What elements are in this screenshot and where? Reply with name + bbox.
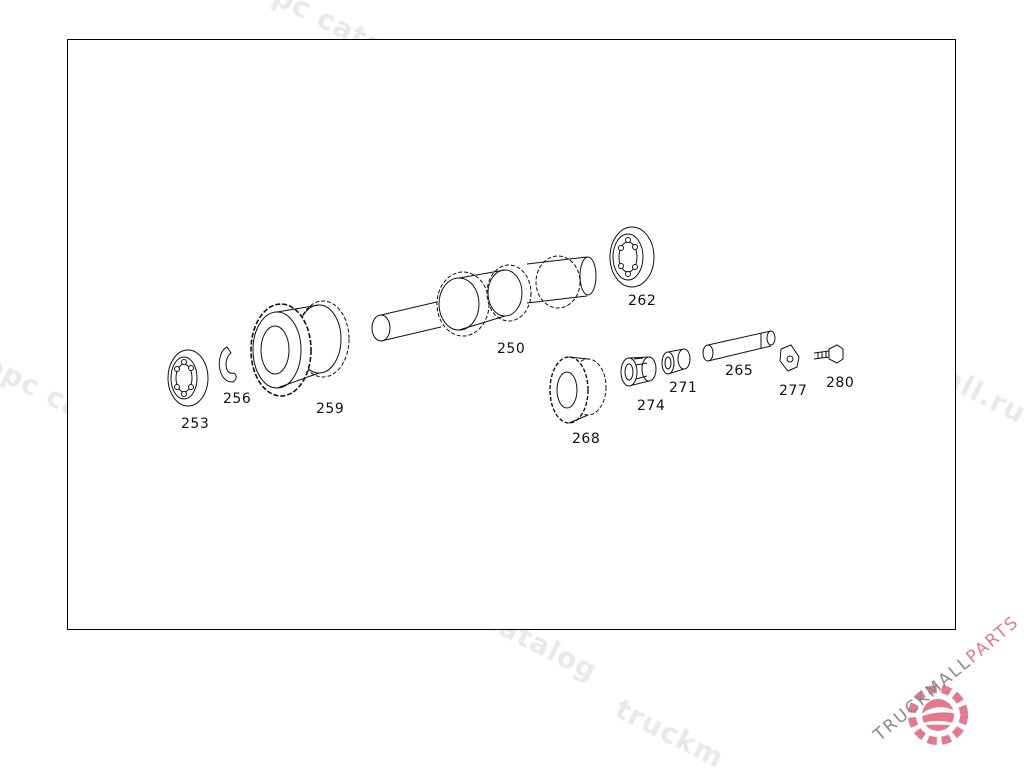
part-label-268: 268	[572, 431, 601, 447]
sleeve-271	[661, 348, 691, 375]
plate-277	[779, 344, 800, 372]
truckmall-parts-logo: TRUCKMALLPARTS	[858, 612, 1023, 750]
screw-280	[813, 344, 844, 364]
part-label-277: 277	[779, 383, 808, 399]
needle-cage-274	[620, 356, 657, 387]
bearing-262	[609, 226, 655, 288]
part-label-256: 256	[223, 391, 252, 407]
part-label-259: 259	[316, 401, 345, 417]
part-label-280: 280	[826, 375, 855, 391]
snap-ring-256	[218, 346, 237, 383]
part-label-253: 253	[181, 416, 210, 432]
part-label-265: 265	[725, 363, 754, 379]
gear-259	[250, 300, 350, 397]
gear-268	[549, 356, 607, 424]
pin-265	[702, 330, 776, 362]
exploded-parts-diagram	[167, 226, 844, 424]
diagram-frame: 253 256 259 250 262 268 274 271 265 277 …	[67, 39, 956, 630]
part-label-262: 262	[628, 293, 657, 309]
part-label-271: 271	[669, 380, 698, 396]
part-label-274: 274	[637, 398, 666, 414]
part-label-250: 250	[497, 341, 526, 357]
watermark-text: truckm	[610, 692, 730, 775]
bearing-253	[167, 349, 209, 407]
gear-logo-icon	[908, 685, 968, 745]
shaft-250	[371, 255, 597, 342]
